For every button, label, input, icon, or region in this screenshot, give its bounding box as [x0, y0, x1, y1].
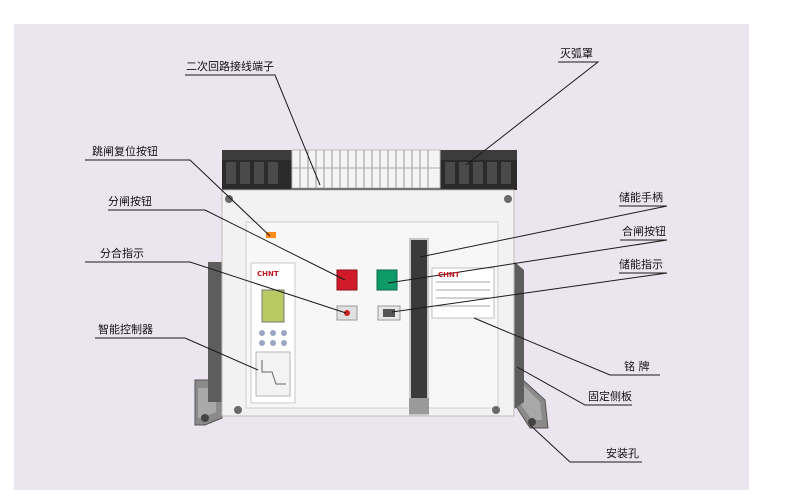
- intelligent-controller[interactable]: [250, 262, 296, 404]
- label-mounting-hole: 安装孔: [606, 447, 639, 460]
- label-intelligent-controller: 智能控制器: [98, 323, 153, 336]
- label-arc-chute: 灭弧罩: [560, 47, 593, 60]
- trip-reset-button[interactable]: [266, 232, 276, 238]
- open-button[interactable]: [336, 269, 358, 291]
- label-nameplate: 铭 牌: [624, 360, 650, 373]
- close-button[interactable]: [376, 269, 398, 291]
- label-close-button: 合闸按钮: [622, 225, 666, 238]
- on-off-indicator: [336, 305, 358, 321]
- label-energy-handle: 储能手柄: [619, 191, 663, 204]
- nameplate: [431, 267, 495, 319]
- secondary-terminal-block: [291, 149, 441, 189]
- leader-lines: [85, 61, 668, 463]
- brand-logo: CHNT: [438, 271, 460, 279]
- screw-icon: [225, 195, 233, 203]
- screw-icon: [234, 406, 242, 414]
- screw-icon: [492, 406, 500, 414]
- energy-indicator: [377, 305, 401, 321]
- label-energy-indicator: 储能指示: [619, 258, 663, 271]
- brand-logo: CHNT: [257, 270, 279, 278]
- energy-handle[interactable]: [409, 238, 429, 416]
- fixed-side-plate-left: [208, 262, 222, 402]
- label-fixed-side-plate: 固定侧板: [588, 390, 632, 403]
- screw-icon: [504, 195, 512, 203]
- label-secondary-terminal: 二次回路接线端子: [186, 60, 274, 73]
- label-open-button: 分闸按钮: [108, 195, 152, 208]
- label-on-off-indicator: 分合指示: [100, 247, 144, 260]
- label-trip-reset-button: 跳闸复位按钮: [92, 145, 158, 158]
